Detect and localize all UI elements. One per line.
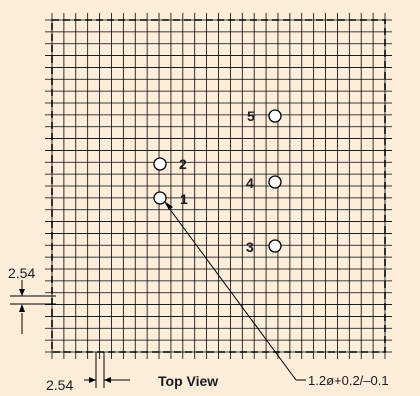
view-label: Top View [158,373,218,389]
pin-label-3: 3 [246,239,254,255]
pin-label-5: 5 [247,108,255,124]
pin-label-4: 4 [246,175,254,191]
horizontal-pitch-label: 2.54 [46,377,73,393]
pin-hole-2 [153,157,167,171]
pin-hole-5 [268,109,282,123]
pin-hole-3 [268,239,282,253]
vertical-pitch-dimension [10,280,56,334]
vertical-pitch-label: 2.54 [8,265,35,281]
hole-grid [45,13,392,359]
horizontal-pitch-dimension [84,352,130,388]
pin-label-1: 1 [180,191,188,207]
pin-label-2: 2 [179,156,187,172]
pin-hole-4 [268,175,282,189]
pin-hole-1 [153,191,167,205]
pin-holes [153,109,282,253]
hole-diameter-callout: 1.2ø+0.2/–0.1 [308,373,389,388]
hole-callout-leader [164,201,306,381]
board-outline [51,19,386,353]
